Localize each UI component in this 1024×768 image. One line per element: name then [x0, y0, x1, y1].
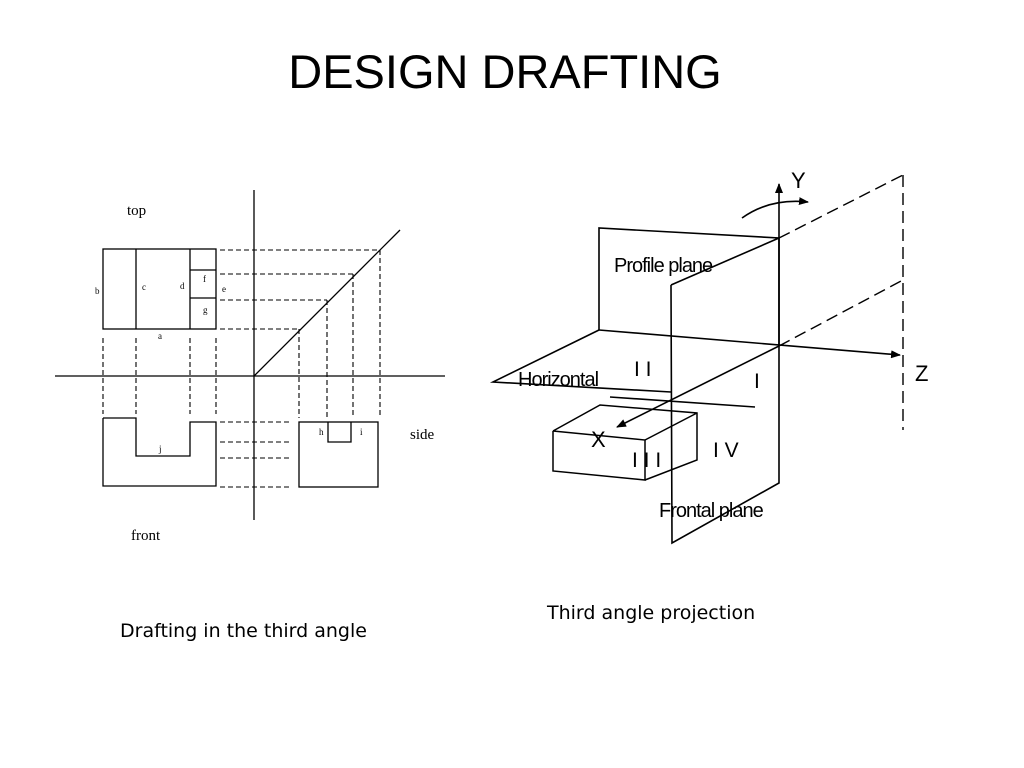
letter-c: c [142, 282, 146, 292]
side-view [298, 421, 379, 488]
y-axis-label: Y [791, 168, 806, 193]
quadrant-2-label: I I [634, 358, 652, 381]
horizontal-plane [489, 329, 672, 393]
side-view-label: side [410, 427, 435, 443]
letter-j: j [158, 444, 162, 454]
quadrant-1-label: I [754, 370, 760, 393]
right-diagram-caption: Third angle projection [547, 602, 756, 624]
z-axis [598, 329, 901, 359]
letter-d: d [180, 281, 185, 291]
front-view-label: front [131, 528, 161, 544]
front-view [102, 417, 217, 487]
top-view-label: top [127, 203, 146, 219]
projection-lines [102, 249, 381, 488]
third-angle-drafting-diagram [55, 190, 445, 520]
letter-g: g [203, 305, 208, 315]
block [552, 404, 698, 481]
letter-b: b [95, 286, 100, 296]
profile-plane-label: Profile plane [614, 255, 713, 277]
letter-f: f [203, 274, 206, 284]
profile-plane [598, 227, 780, 346]
third-angle-projection-diagram [489, 174, 904, 545]
letter-a: a [158, 331, 162, 341]
letter-h: h [319, 427, 324, 437]
slide-title: DESIGN DRAFTING [288, 45, 722, 98]
x-axis-label: X [591, 427, 606, 452]
left-diagram-caption: Drafting in the third angle [120, 620, 367, 642]
top-view [102, 248, 217, 330]
letter-i: i [360, 427, 363, 437]
frontal-plane [670, 236, 780, 545]
frontal-plane-label: Frontal plane [659, 500, 764, 522]
quadrant-4-label: I V [713, 439, 739, 462]
quadrant-3-label: I I I [632, 449, 661, 472]
x-axis [616, 345, 780, 428]
z-axis-label: Z [915, 361, 928, 386]
letter-e: e [222, 284, 226, 294]
horizontal-plane-label: Horizontal [518, 369, 599, 391]
rotation-arrow [741, 197, 809, 219]
